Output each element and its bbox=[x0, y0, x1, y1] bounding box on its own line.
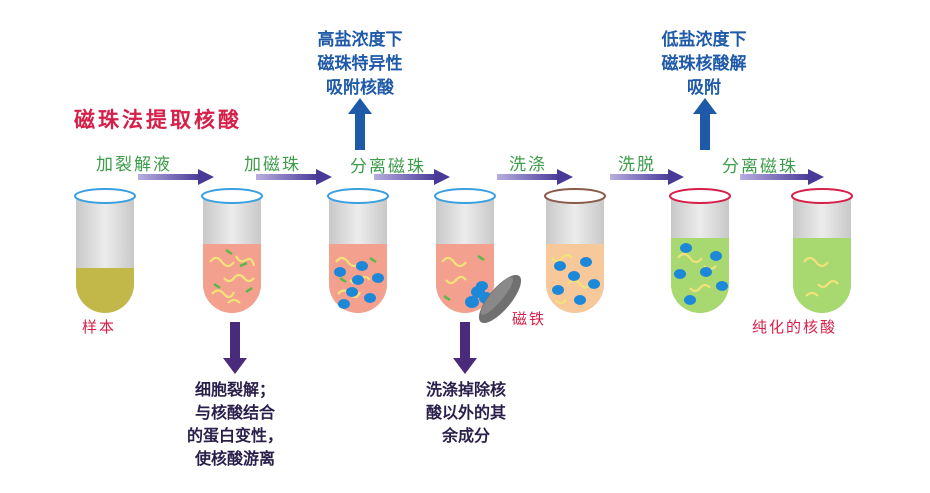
step-label-separate-2: 分离磁珠 bbox=[722, 157, 798, 177]
step-label-separate: 分离磁珠 bbox=[350, 157, 426, 177]
tube-elution bbox=[669, 188, 731, 313]
note-wash-effect: 洗涤掉除核 酸以外的其 余成分 bbox=[425, 380, 506, 445]
note-lysis-effect: 细胞裂解； 与核酸结合 的蛋白变性， 使核酸游离 bbox=[186, 380, 283, 468]
step-arrow-2 bbox=[256, 169, 332, 185]
step-arrow-6 bbox=[740, 169, 824, 185]
tube-sample bbox=[74, 188, 136, 313]
step-label-wash: 洗涤 bbox=[509, 155, 547, 175]
tube-wash bbox=[544, 188, 606, 313]
magnetic-beads bbox=[334, 261, 384, 309]
down-arrow-lysis bbox=[223, 322, 247, 374]
down-arrow-wash bbox=[453, 322, 477, 374]
tube-beads-added bbox=[327, 188, 389, 313]
step-arrow-3 bbox=[374, 169, 450, 185]
tube-lysate bbox=[201, 188, 263, 313]
diagram-title: 磁珠法提取核酸 bbox=[74, 108, 242, 132]
note-low-salt-elution: 低盐浓度下 磁珠核酸解 吸附 bbox=[661, 30, 747, 98]
label-purified: 纯化的核酸 bbox=[752, 318, 838, 336]
step-arrow-5 bbox=[610, 169, 684, 185]
step-arrow-4 bbox=[497, 169, 573, 185]
step-label-add-beads: 加磁珠 bbox=[244, 155, 301, 175]
up-arrow-elution bbox=[693, 98, 717, 150]
note-high-salt-binding: 高盐浓度下 磁珠特异性 吸附核酸 bbox=[317, 30, 403, 98]
protein-fragments bbox=[213, 248, 253, 294]
nucleic-acid-strands bbox=[209, 255, 256, 304]
label-sample: 样本 bbox=[82, 318, 117, 336]
label-magnet: 磁铁 bbox=[512, 310, 547, 328]
tube-purified bbox=[791, 188, 853, 313]
step-arrows bbox=[138, 169, 824, 185]
step-arrow-1 bbox=[138, 169, 214, 185]
tube-magnetic-separation bbox=[434, 188, 522, 324]
magnet-icon bbox=[478, 274, 522, 324]
step-label-elute: 洗脱 bbox=[618, 155, 656, 175]
up-arrow-binding bbox=[348, 98, 372, 150]
step-label-lysis: 加裂解液 bbox=[96, 155, 172, 175]
